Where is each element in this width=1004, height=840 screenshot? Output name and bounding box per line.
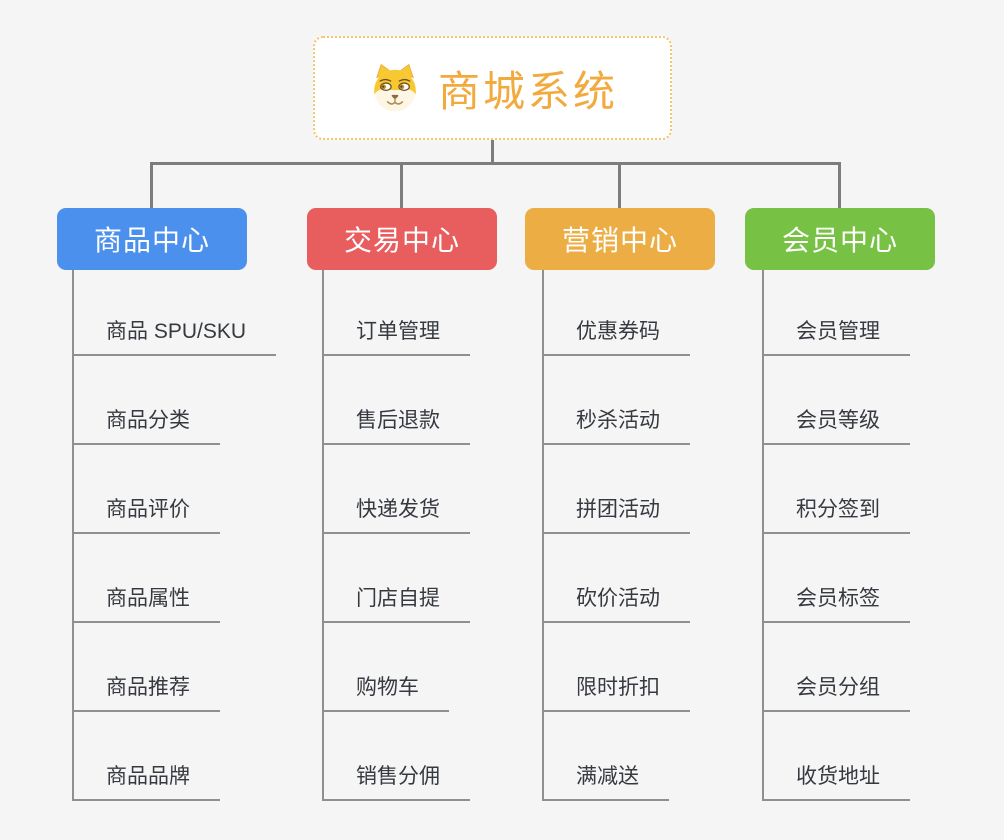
child-node[interactable]: 会员等级 [762,408,910,445]
child-node[interactable]: 拼团活动 [542,497,690,534]
column-vertical-connector [322,270,324,801]
child-node[interactable]: 商品品牌 [72,764,220,801]
branch-header-label: 交易中心 [343,225,460,256]
column-vertical-connector [72,270,74,801]
child-node[interactable]: 会员标签 [762,586,910,623]
branch-header-label: 商品中心 [93,225,210,256]
child-node[interactable]: 满减送 [542,764,669,801]
child-node[interactable]: 订单管理 [322,319,470,356]
child-node[interactable]: 砍价活动 [542,586,690,623]
trunk-horizontal-connector [150,162,841,165]
branch-header-member-center[interactable]: 会员中心 [745,208,935,270]
child-node[interactable]: 优惠券码 [542,319,690,356]
branch-header-label: 会员中心 [781,225,898,256]
child-node[interactable]: 限时折扣 [542,675,690,712]
child-node[interactable]: 秒杀活动 [542,408,690,445]
child-node[interactable]: 销售分佣 [322,764,470,801]
root-node[interactable]: 商城系统 [313,36,672,140]
child-node[interactable]: 商品属性 [72,586,220,623]
root-node-label: 商城系统 [437,67,618,115]
child-node[interactable]: 商品推荐 [72,675,220,712]
branch-header-trade-center[interactable]: 交易中心 [307,208,497,270]
branch-header-product-center[interactable]: 商品中心 [57,208,247,270]
child-node[interactable]: 购物车 [322,675,449,712]
child-node[interactable]: 收货地址 [762,764,910,801]
dog-face-icon [374,63,416,112]
branch-header-marketing-center[interactable]: 营销中心 [525,208,715,270]
child-node[interactable]: 会员管理 [762,319,910,356]
branch-drop-connector [838,162,841,208]
child-node[interactable]: 商品分类 [72,408,220,445]
branch-header-label: 营销中心 [561,225,678,256]
child-node[interactable]: 售后退款 [322,408,470,445]
column-vertical-connector [542,270,544,801]
child-node[interactable]: 会员分组 [762,675,910,712]
child-node[interactable]: 商品 SPU/SKU [72,319,277,356]
column-vertical-connector [762,270,764,801]
branch-drop-connector [150,162,153,208]
child-node[interactable]: 积分签到 [762,497,910,534]
branch-drop-connector [400,162,403,208]
child-node[interactable]: 门店自提 [322,586,470,623]
branch-drop-connector [618,162,621,208]
root-stem-connector [491,140,494,163]
child-node[interactable]: 快递发货 [322,497,470,534]
child-node[interactable]: 商品评价 [72,497,220,534]
